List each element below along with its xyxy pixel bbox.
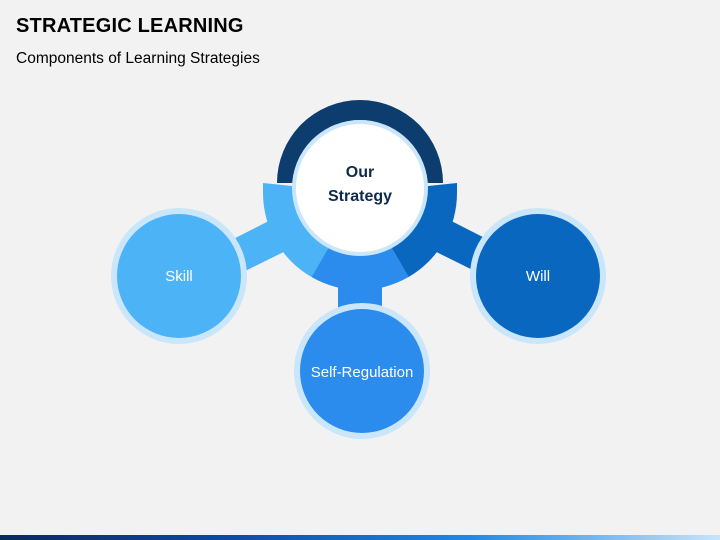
will-node: [476, 214, 600, 338]
center-label-line2: Strategy: [328, 188, 392, 205]
page-title: STRATEGIC LEARNING: [16, 15, 244, 37]
center-circle: [292, 120, 428, 256]
self-regulation-node: [300, 309, 424, 433]
skill-label: Skill: [165, 268, 193, 285]
page-subtitle: Components of Learning Strategies: [16, 50, 260, 67]
will-label: Will: [526, 268, 550, 285]
self-regulation-label: Self-Regulation: [311, 364, 414, 381]
bottom-accent-bar: [0, 535, 720, 540]
center-label-line1: Our: [346, 164, 374, 181]
skill-node: [117, 214, 241, 338]
hub-outer-ring: [277, 100, 443, 183]
